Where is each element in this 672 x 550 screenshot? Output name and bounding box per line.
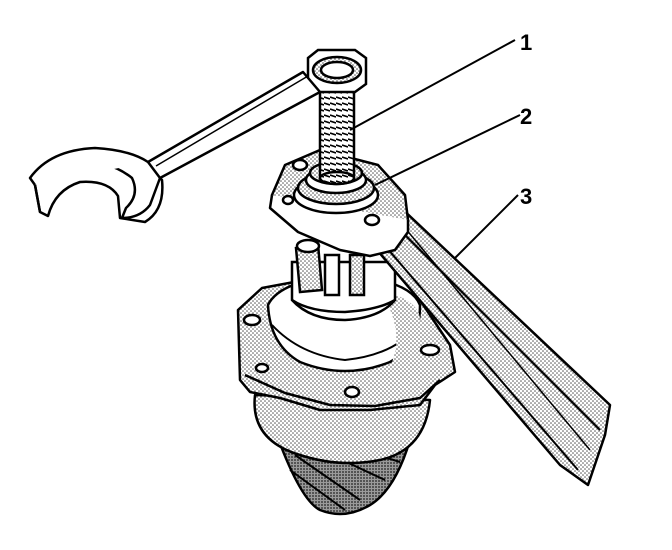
leader-line-2 bbox=[374, 114, 521, 186]
leader-line-1 bbox=[349, 39, 516, 131]
callout-number-2: 2 bbox=[520, 104, 532, 129]
center-hub bbox=[290, 238, 397, 322]
holding-tool-handle bbox=[358, 203, 612, 487]
threaded-spindle bbox=[306, 48, 368, 186]
open-end-wrench bbox=[28, 70, 322, 224]
leader-line-3 bbox=[454, 194, 519, 259]
leader-lines bbox=[349, 39, 521, 259]
callout-number-3: 3 bbox=[520, 184, 532, 209]
callout-number-1: 1 bbox=[520, 30, 532, 55]
